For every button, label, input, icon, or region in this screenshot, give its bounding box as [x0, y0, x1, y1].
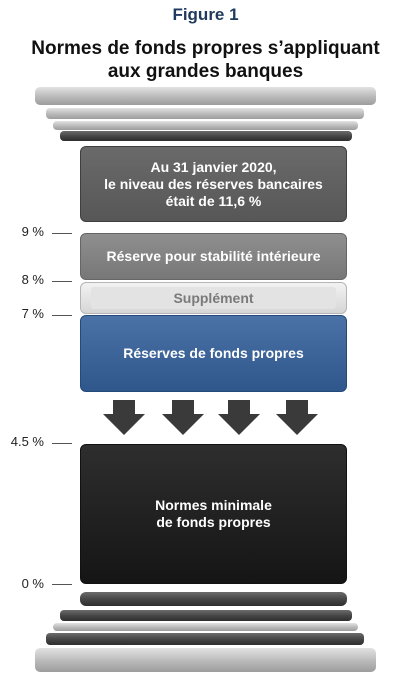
- domestic-stability-buffer: Réserve pour stabilité intérieure: [80, 233, 347, 280]
- supplement-layer: Supplément: [80, 282, 347, 314]
- tick-label-9: 9 %: [21, 224, 44, 239]
- minimum-line-1: Normes minimale: [155, 497, 272, 513]
- note-line-3: était de 11,6 %: [165, 192, 262, 209]
- page-title: Normes de fonds propres s’appliquant aux…: [0, 37, 411, 83]
- arrow-down-icon: [103, 400, 145, 435]
- note-line-1: Au 31 janvier 2020,: [150, 158, 277, 175]
- tick-label-4-5: 4.5 %: [10, 434, 44, 449]
- tick-line-7: [52, 315, 72, 316]
- supplement-inner: [91, 287, 336, 309]
- base-plate-3: [53, 623, 358, 631]
- tick-label-8: 8 %: [21, 272, 44, 287]
- tick-label-0: 0 %: [21, 576, 44, 591]
- note-line-2: le niveau des réserves bancaires: [104, 175, 323, 192]
- title-line-2: aux grandes banques: [107, 61, 304, 82]
- tick-line-8: [52, 281, 72, 282]
- base-plate-5: [35, 648, 376, 672]
- base-plate-2: [60, 610, 352, 621]
- capital-plate-2: [46, 108, 364, 119]
- tick-line-4-5: [52, 443, 72, 444]
- down-arrows: [103, 400, 318, 435]
- bank-reserve-note: Au 31 janvier 2020, le niveau des réserv…: [80, 146, 347, 222]
- base-plate-4: [46, 633, 364, 645]
- arrow-down-icon: [162, 400, 204, 435]
- supplement-label: Supplément: [173, 289, 254, 306]
- capital-plate-3: [53, 121, 358, 130]
- arrow-down-icon: [276, 400, 318, 435]
- capital-plate-1: [35, 87, 376, 105]
- title-line-1: Normes de fonds propres s’appliquant: [31, 38, 380, 59]
- capital-buffers: Réserves de fonds propres: [80, 315, 347, 392]
- base-plate-1: [80, 592, 347, 606]
- figure-label: Figure 1: [172, 5, 239, 24]
- tick-line-0: [52, 584, 72, 585]
- tick-label-7: 7 %: [21, 306, 44, 321]
- arrow-down-icon: [218, 400, 260, 435]
- minimum-line-2: de fonds propres: [156, 514, 271, 530]
- minimum-capital-requirements: Normes minimale de fonds propres: [80, 444, 347, 584]
- tick-line-9: [52, 233, 72, 234]
- capital-plate-4: [60, 131, 352, 141]
